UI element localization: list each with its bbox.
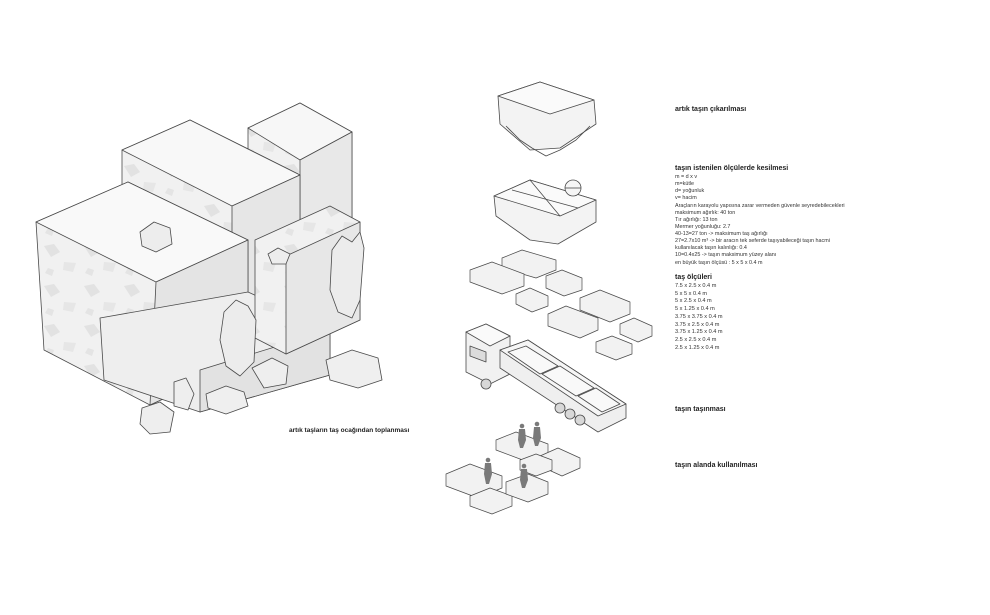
cutting-formula-line: en büyük taşın ölçüsü : 5 x 5 x 0.4 m (675, 259, 763, 266)
transport-label: taşın taşınması (675, 406, 726, 413)
size-item: 3.75 x 3.75 x 0.4 m (675, 313, 723, 320)
sizes-title: taş ölçüleri (675, 274, 712, 281)
size-item: 5 x 5 x 0.4 m (675, 290, 708, 297)
extracted-stone-illustration (497, 81, 597, 157)
size-item: 2.5 x 1.25 x 0.4 m (675, 344, 720, 351)
extraction-label: artık taşın çıkarılması (675, 106, 747, 113)
cutting-formula-line: maksimum ağırlık: 40 ton (675, 209, 736, 216)
cutting-formula-line: m=kütle (675, 181, 695, 188)
truck-illustration (465, 323, 627, 433)
cutting-formula-line: kullanılacak taşın kalınlığı: 0.4 (675, 245, 747, 252)
stone-tiles-illustration (469, 249, 653, 361)
usage-illustration (445, 421, 581, 515)
quarry-illustration (35, 102, 383, 435)
cutting-formula-line: Mermer yoğunluğu: 2.7 (675, 223, 731, 230)
cutting-formula-line: m = d x v (675, 174, 698, 180)
usage-label: taşın alanda kullanılması (675, 462, 758, 469)
cutting-formula-line: Tır ağırlığı: 13 ton (675, 216, 718, 223)
size-item: 7.5 x 2.5 x 0.4 m (675, 283, 717, 289)
cutting-illustration (493, 179, 597, 245)
size-item: 3.75 x 2.5 x 0.4 m (675, 321, 720, 328)
cutting-formula-line: v= hacim (675, 195, 697, 202)
size-item: 5 x 1.25 x 0.4 m (675, 306, 715, 313)
size-item: 2.5 x 2.5 x 0.4 m (675, 337, 717, 344)
quarry-label: artık taşların taş ocağından toplanması (289, 427, 410, 434)
cutting-formula-line: Araçların karayolu yapısına zarar vermed… (675, 202, 845, 209)
cutting-formula-line: 10=0.4x25 -> taşın maksimum yüzey alanı (675, 252, 777, 259)
cutting-title: taşın istenilen ölçülerde kesilmesi (675, 165, 789, 172)
cutting-section: taşın istenilen ölçülerde kesilmesi m = … (675, 165, 845, 267)
size-item: 3.75 x 1.25 x 0.4 m (675, 329, 723, 336)
cutting-formula-line: 27=2.7x10 m³ -> bir aracın tek seferde t… (675, 238, 830, 245)
cutting-formula-line: 40-13=27 ton -> maksimum taş ağırlığı (675, 231, 768, 237)
size-item: 5 x 2.5 x 0.4 m (675, 298, 712, 305)
cutting-formula-line: d= yoğunluk (675, 188, 705, 195)
